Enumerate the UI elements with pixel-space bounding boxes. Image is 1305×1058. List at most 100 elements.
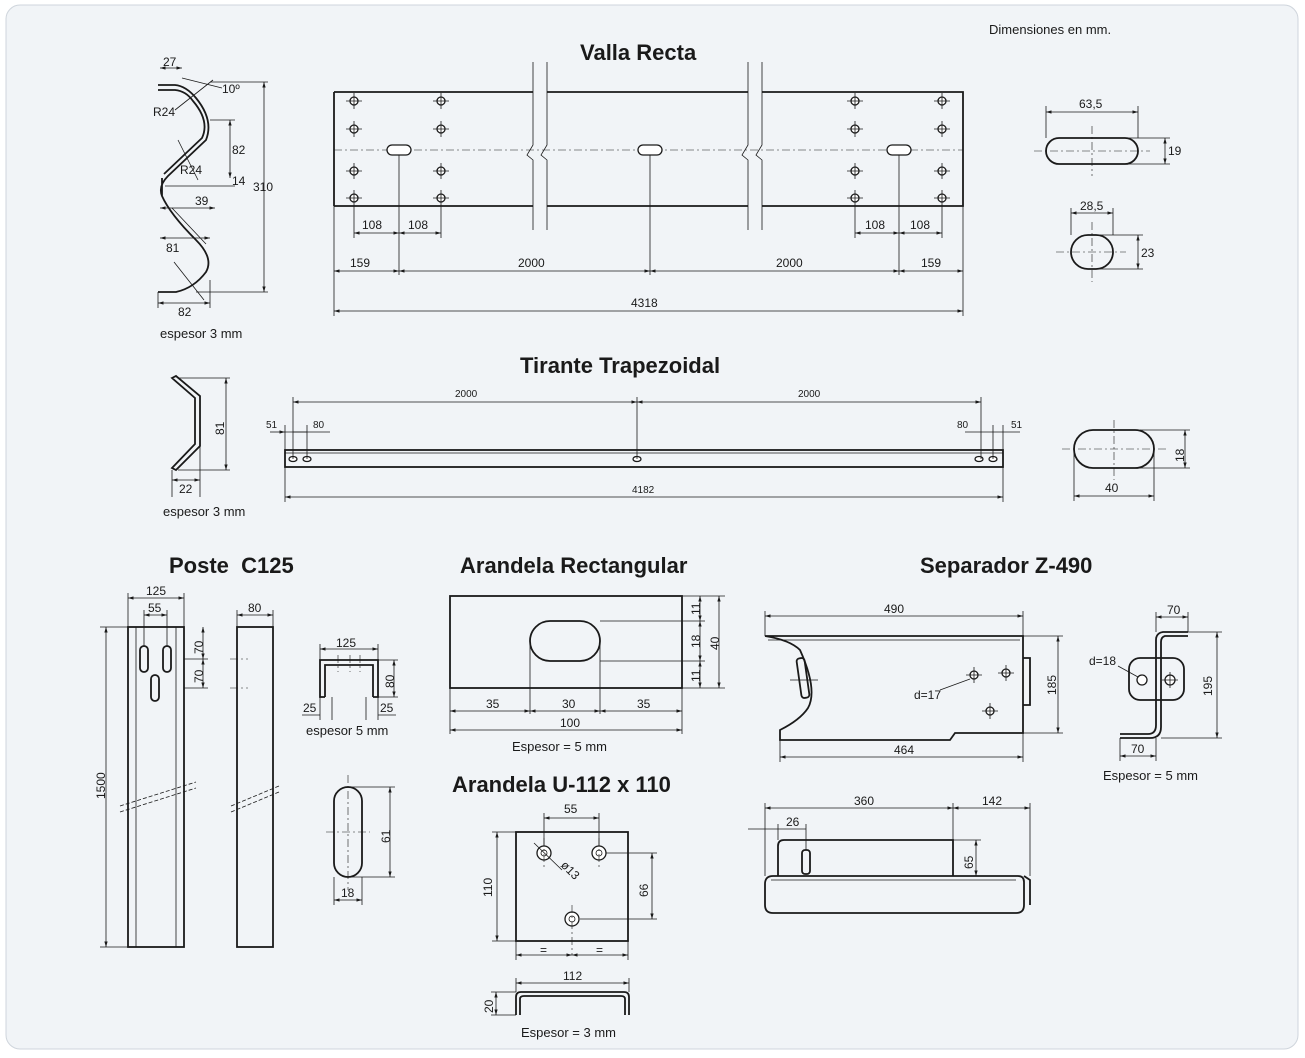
profile-dim-310: 310 — [253, 180, 273, 194]
tirante-dim-51a: 51 — [266, 420, 278, 431]
profile-thickness: espesor 3 mm — [160, 326, 242, 341]
arect-thickness: Espesor = 5 mm — [512, 739, 607, 754]
au-dim-55: 55 — [564, 802, 578, 816]
tirante-slot-detail: 18 40 — [1062, 420, 1190, 501]
rail-slot — [386, 144, 412, 156]
slot2-height: 23 — [1141, 246, 1155, 260]
sep-plan-360: 360 — [854, 794, 874, 808]
tirante-profile: 81 22 espesor 3 mm — [163, 374, 245, 519]
separador-side: 70 d=18 195 70 Espesor = 5 mm — [1089, 603, 1222, 783]
sep-dim-d17: d=17 — [914, 688, 941, 702]
profile-dim-r24-a: R24 — [153, 105, 175, 119]
rail-dim-108c: 108 — [865, 218, 885, 232]
section-dim-125: 125 — [336, 636, 356, 650]
rail-slot — [637, 144, 663, 156]
poste-dim-125: 125 — [146, 584, 166, 598]
sheet-panel — [5, 4, 1299, 1050]
arect-dim-35a: 35 — [486, 697, 500, 711]
sep-dim-490: 490 — [884, 602, 904, 616]
poste-side: 80 — [230, 601, 280, 948]
poste-group: Poste C125 125 55 70 70 1500 — [94, 553, 398, 948]
valla-recta-title: Valla Recta — [580, 40, 697, 65]
sep-side-195: 195 — [1201, 676, 1215, 696]
profile-dim-r24-b: R24 — [180, 163, 202, 177]
arect-dim-11a: 11 — [689, 602, 703, 615]
poste-side-80: 80 — [248, 601, 262, 615]
arandela-rect-group: Arandela Rectangular 11 18 11 40 35 30 3… — [449, 553, 725, 754]
profile-dim-39: 39 — [195, 194, 209, 208]
arect-dim-35b: 35 — [637, 697, 651, 711]
tirante-dim-80b: 80 — [957, 420, 969, 431]
valla-profile: 27 10º R24 R24 82 14 310 39 81 82 espeso… — [153, 55, 273, 341]
tirante-slot-w: 40 — [1105, 481, 1119, 495]
sep-plan-142: 142 — [982, 794, 1002, 808]
profile-dim-14: 14 — [232, 174, 246, 188]
rail-dim-108d: 108 — [910, 218, 930, 232]
valla-rail: 108 108 108 108 159 2000 2000 159 4318 — [333, 62, 964, 316]
poste-dim-70b: 70 — [192, 669, 206, 683]
separador-plan: 360 142 26 65 — [748, 794, 1031, 914]
tirante-profile-w: 22 — [179, 482, 193, 496]
poste-dim-55: 55 — [148, 601, 162, 615]
tirante-profile-h: 81 — [213, 421, 227, 435]
sep-plan-65: 65 — [962, 855, 976, 869]
rail-dim-total: 4318 — [631, 296, 658, 310]
au-dim-112: 112 — [563, 969, 582, 983]
tirante-bar: 2000 2000 51 80 80 51 4182 — [266, 389, 1023, 502]
arandela-u-group: Arandela U-112 x 110 55 110 ø13 66 = = 1… — [452, 772, 671, 1040]
dimensions-note: Dimensiones en mm. — [989, 22, 1111, 37]
valla-slot-detail-1: 63,5 19 — [1034, 97, 1182, 176]
sep-dim-185: 185 — [1045, 675, 1059, 695]
sep-side-d18: d=18 — [1089, 654, 1116, 668]
tirante-group: Tirante Trapezoidal 81 22 espesor 3 mm — [163, 353, 1190, 519]
au-dim-20: 20 — [482, 999, 496, 1013]
sep-thickness: Espesor = 5 mm — [1103, 768, 1198, 783]
slot1-width: 63,5 — [1079, 97, 1103, 111]
tirante-dim-total: 4182 — [632, 485, 655, 496]
poste-slot-h: 61 — [379, 829, 393, 843]
profile-dim-81: 81 — [166, 241, 180, 255]
separador-front: 490 d=17 185 464 — [764, 602, 1063, 762]
arandela-u-title: Arandela U-112 x 110 — [452, 772, 671, 797]
slot2-width: 28,5 — [1080, 199, 1104, 213]
arect-dim-40: 40 — [708, 636, 722, 650]
tirante-slot-h: 18 — [1173, 448, 1187, 462]
sep-side-70b: 70 — [1131, 742, 1145, 756]
au-thickness: Espesor = 3 mm — [521, 1025, 616, 1040]
separador-group: Separador Z-490 490 d=17 185 464 — [748, 553, 1222, 914]
au-dim-66: 66 — [637, 883, 651, 897]
sep-dim-464: 464 — [894, 743, 914, 757]
section-dim-25a: 25 — [303, 701, 317, 715]
tirante-dim-2000b: 2000 — [798, 389, 821, 400]
tirante-dim-80a: 80 — [313, 420, 325, 431]
poste-section: 125 80 25 25 espesor 5 mm — [302, 636, 398, 738]
profile-dim-27: 27 — [163, 55, 177, 69]
slot1-height: 19 — [1168, 144, 1182, 158]
poste-dim-70a: 70 — [192, 640, 206, 654]
profile-dim-82a: 82 — [232, 143, 246, 157]
rail-slot — [886, 144, 912, 156]
rail-dim-108a: 108 — [362, 218, 382, 232]
au-dim-110: 110 — [481, 878, 495, 897]
tirante-title: Tirante Trapezoidal — [520, 353, 720, 378]
rail-dim-159b: 159 — [921, 256, 941, 270]
tirante-thickness: espesor 3 mm — [163, 504, 245, 519]
rail-dim-2000a: 2000 — [518, 256, 545, 270]
poste-slot-w: 18 — [341, 886, 355, 900]
rail-dim-2000b: 2000 — [776, 256, 803, 270]
poste-dim-1500: 1500 — [94, 772, 108, 799]
poste-slot-detail: 61 18 — [326, 775, 395, 905]
sep-side-70a: 70 — [1167, 603, 1181, 617]
arect-dim-100: 100 — [560, 716, 580, 730]
rail-dim-108b: 108 — [408, 218, 428, 232]
poste-front: 125 55 70 70 1500 — [94, 584, 208, 948]
separador-title: Separador Z-490 — [920, 553, 1092, 578]
sep-plan-26: 26 — [786, 815, 800, 829]
profile-dim-10deg: 10º — [222, 82, 240, 96]
valla-recta-group: Valla Recta 27 10º R24 R24 — [153, 40, 1182, 341]
arandela-rect-title: Arandela Rectangular — [460, 553, 688, 578]
arect-dim-18: 18 — [689, 634, 703, 648]
arect-dim-30: 30 — [562, 697, 576, 711]
section-dim-80: 80 — [383, 674, 397, 688]
